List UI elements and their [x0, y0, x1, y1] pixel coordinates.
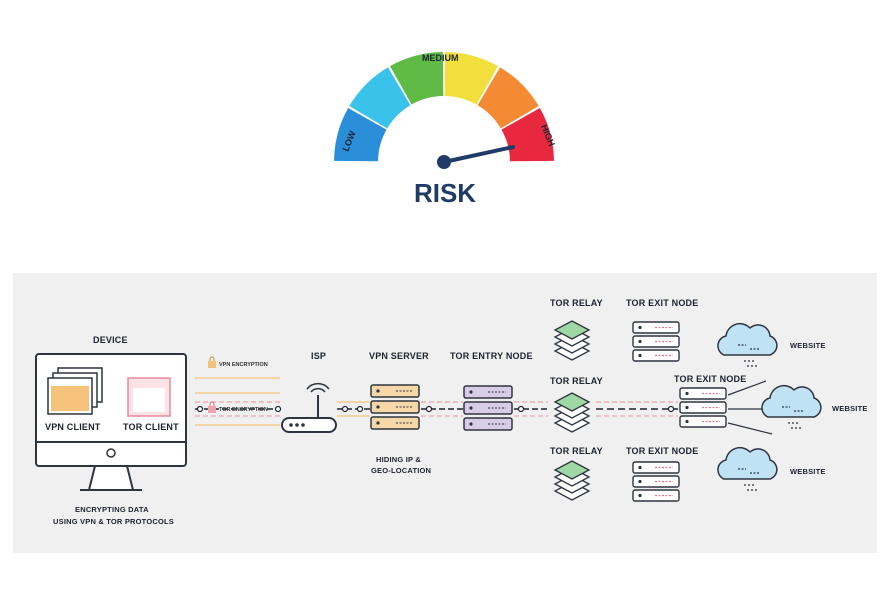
- tor-exit-node-icon: [679, 387, 727, 428]
- gauge-needle: [442, 145, 515, 164]
- device-title: DEVICE: [93, 335, 128, 345]
- vpn-encryption-label: VPN ENCRYPTION: [219, 362, 268, 368]
- gauge-hub: [437, 155, 451, 169]
- lanes-vpn-to-entry: [421, 401, 463, 417]
- gauge-segment: [390, 52, 444, 105]
- tor-relay-icon: [553, 392, 591, 433]
- vpn-server-label: VPN SERVER: [369, 351, 429, 361]
- lanes-entry-to-relay: [514, 401, 548, 417]
- vpn-server-caption-line1: HIDING IP &: [376, 455, 421, 464]
- tor-exit-node-label-top: TOR EXIT NODE: [626, 298, 699, 308]
- tor-exit-node-label-bottom: TOR EXIT NODE: [626, 446, 699, 456]
- tor-encryption-label: TOR ENCRYPTION: [219, 407, 268, 413]
- tor-client-window-icon: [127, 377, 171, 417]
- tor-exit-node-label-middle: TOR EXIT NODE: [674, 374, 747, 384]
- tor-client-label: TOR CLIENT: [123, 422, 179, 432]
- website-label-top: WEBSITE: [790, 341, 826, 350]
- tor-relay-label-middle: TOR RELAY: [550, 376, 603, 386]
- gauge-segment: [444, 52, 498, 105]
- lanes-isp-to-vpn: [337, 401, 370, 417]
- gauge-segment: [349, 67, 411, 129]
- gauge-segments: [334, 52, 554, 162]
- vpn-client-label: VPN CLIENT: [45, 422, 101, 432]
- website-cloud-icon: [717, 446, 778, 491]
- lanes-relay-to-exit: [596, 401, 678, 417]
- gauge-segment: [477, 67, 539, 129]
- router-icon: [281, 382, 337, 433]
- vpn-client-window-icon: [47, 367, 103, 415]
- risk-gauge: LOW MEDIUM HIGH RISK: [334, 52, 557, 208]
- device-caption-line1: ENCRYPTING DATA: [75, 505, 149, 514]
- tor-relay-icon: [553, 320, 591, 361]
- gauge-title: RISK: [414, 178, 476, 208]
- vpn-lock-icon: [208, 356, 216, 368]
- vpn-server-caption-line2: GEO-LOCATION: [371, 466, 432, 475]
- tor-entry-node-label: TOR ENTRY NODE: [450, 351, 533, 361]
- tor-exit-node-icon: [632, 461, 680, 502]
- website-label-bottom: WEBSITE: [790, 467, 826, 476]
- isp-label: ISP: [311, 351, 327, 361]
- encryption-lanes: [195, 377, 282, 426]
- tor-relay-label-top: TOR RELAY: [550, 298, 603, 308]
- website-cloud-icon: [761, 384, 822, 429]
- tor-relay-icon: [553, 460, 591, 501]
- gauge-label-medium: MEDIUM: [422, 53, 459, 63]
- tor-entry-node-icon: [463, 385, 513, 431]
- tor-relay-label-bottom: TOR RELAY: [550, 446, 603, 456]
- tor-lock-icon: [208, 401, 216, 413]
- website-label-middle: WEBSITE: [832, 404, 868, 413]
- device-caption-line2: USING VPN & TOR PROTOCOLS: [53, 517, 174, 526]
- gauge-segment: [334, 108, 387, 162]
- website-cloud-icon: [717, 322, 778, 367]
- tor-exit-node-icon: [632, 321, 680, 362]
- vpn-server-icon: [370, 384, 420, 430]
